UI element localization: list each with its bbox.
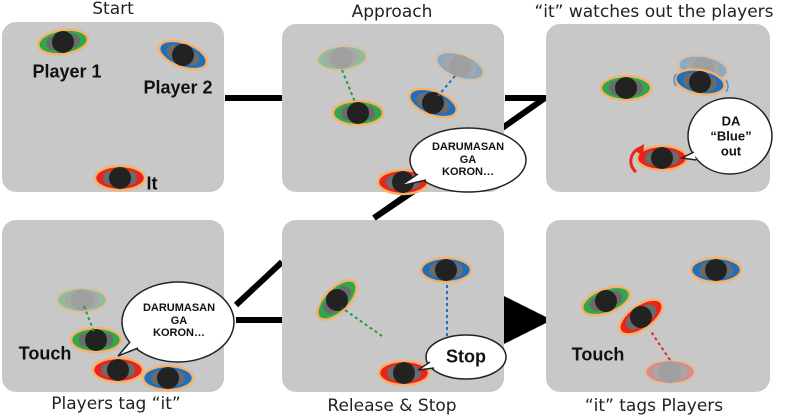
- bubble-line: DARUMASAN: [431, 141, 505, 154]
- it-ghost-tags-head: [659, 361, 681, 383]
- label-it: It: [146, 173, 158, 194]
- player-blue-start-head: [172, 44, 194, 66]
- player-green-ghost-touch: [55, 286, 109, 314]
- connector-touch-release: [233, 259, 285, 308]
- player-blue-watch: [674, 68, 726, 96]
- bubble-line: GA: [459, 153, 477, 166]
- bubble-darumasan-bottom: [121, 281, 235, 363]
- bubble-text-stop: Stop: [446, 346, 486, 367]
- player-green-ghost-touch-shoulder: [65, 293, 79, 307]
- caption-start: Start: [92, 0, 134, 19]
- it-ghost-tags: [643, 358, 697, 386]
- player-green-ghost-touch-shoulder: [85, 293, 99, 307]
- label-touch-right: Touch: [571, 344, 625, 365]
- player-blue-ghost: [434, 50, 486, 82]
- bubble-stop: [425, 334, 507, 380]
- it-tags-active: [618, 298, 664, 336]
- move-arrow-blue-approach: [437, 75, 456, 97]
- caption-watch: “it” watches out the players: [534, 2, 774, 22]
- speech-bubbles: [117, 97, 773, 380]
- player-green-release-head: [326, 289, 348, 311]
- bubble-text-darumasan-top: DARUMASAN GA KORON…: [432, 141, 504, 179]
- player-blue-ghost-shoulder: [443, 55, 458, 70]
- bubble-tail-top: [399, 173, 427, 187]
- label-touch-left: Touch: [18, 343, 72, 364]
- it-release: [377, 359, 431, 387]
- player-green-tags-head: [595, 290, 617, 312]
- player-blue-watch-head: [689, 71, 711, 93]
- bubble-line: GA: [170, 314, 188, 327]
- player-blue-touch: [141, 364, 195, 392]
- player-green-ghost-head: [331, 47, 353, 69]
- label-player1: Player 1: [32, 61, 102, 82]
- player-blue-tags: [689, 256, 743, 284]
- player-green-ghost-shoulder: [325, 51, 340, 66]
- bubble-da-blue-out: [687, 97, 773, 175]
- bubble-line: KORON…: [153, 327, 205, 340]
- player-blue-approach: [407, 87, 459, 119]
- figures-layer: [36, 28, 743, 392]
- player-green-ghost-shoulder: [344, 50, 359, 65]
- it-release-head: [393, 362, 415, 384]
- bubble-darumasan-top: [409, 127, 527, 193]
- player-green-approach-head: [347, 102, 369, 124]
- player-green-watch: [599, 74, 653, 102]
- player-green-ghost-touch-body: [55, 286, 109, 314]
- player-green-touch-head: [85, 329, 107, 351]
- it-watch-head: [651, 147, 673, 169]
- bubble-line: KORON…: [442, 166, 494, 179]
- caption-approach: Approach: [351, 2, 433, 22]
- bubble-line: DARUMASAN: [142, 302, 216, 315]
- player-green-ghost: [315, 44, 369, 72]
- caption-release-stop: Release & Stop: [327, 396, 457, 416]
- player-blue-ghost-head: [449, 55, 471, 77]
- player-blue-ghost-shoulder: [462, 62, 477, 77]
- it-start-head: [109, 167, 131, 189]
- movement-arrows: [83, 69, 671, 361]
- player-green-start-head: [52, 31, 74, 53]
- player-blue-release: [419, 256, 473, 284]
- bubble-line: DA: [721, 113, 741, 129]
- player-green-tags: [580, 285, 632, 317]
- move-arrow-green-touch: [83, 305, 95, 333]
- rotate-arrowhead-icon: [634, 144, 644, 156]
- player-green-release: [316, 279, 358, 321]
- shake-lines-icon: [673, 73, 729, 93]
- bubble-text-da-blue-out: DA “Blue” out: [704, 113, 758, 160]
- caption-it-tags: “it” tags Players: [584, 396, 724, 416]
- player-blue-ghost-body: [434, 50, 486, 82]
- player-green-touch: [69, 326, 123, 354]
- it-touch-head: [107, 359, 129, 381]
- bubble-text-darumasan-bottom: DARUMASAN GA KORON…: [143, 302, 215, 340]
- player-blue-touch-head: [157, 367, 179, 389]
- player-blue-tags-head: [705, 259, 727, 281]
- it-approach-head: [392, 171, 414, 193]
- it-start: [93, 164, 147, 192]
- it-tags-active-head: [630, 306, 652, 328]
- player-green-approach: [331, 99, 385, 127]
- caption-players-tag: Players tag “it”: [51, 394, 181, 414]
- it-touch: [91, 356, 145, 384]
- player-blue-approach-head: [422, 92, 444, 114]
- it-ghost-tags-shoulder: [653, 365, 667, 379]
- panel-start: [2, 22, 224, 192]
- move-arrow-green-release: [341, 307, 383, 337]
- player-green-watch-head: [615, 77, 637, 99]
- move-arrow-it-tags: [649, 329, 671, 361]
- player-green-ghost-touch-head: [71, 289, 93, 311]
- player-blue-release-head: [435, 259, 457, 281]
- bubble-tail-da: [679, 151, 697, 161]
- bubble-line: “Blue” out: [710, 128, 752, 159]
- player-blue-start: [157, 39, 209, 71]
- bubble-tail-stop: [417, 361, 435, 371]
- label-player2: Player 2: [143, 77, 213, 98]
- player-green-start: [36, 28, 90, 56]
- it-watch: [635, 144, 689, 172]
- it-ghost-tags-shoulder: [673, 365, 687, 379]
- bubble-tail-bottom: [117, 341, 139, 357]
